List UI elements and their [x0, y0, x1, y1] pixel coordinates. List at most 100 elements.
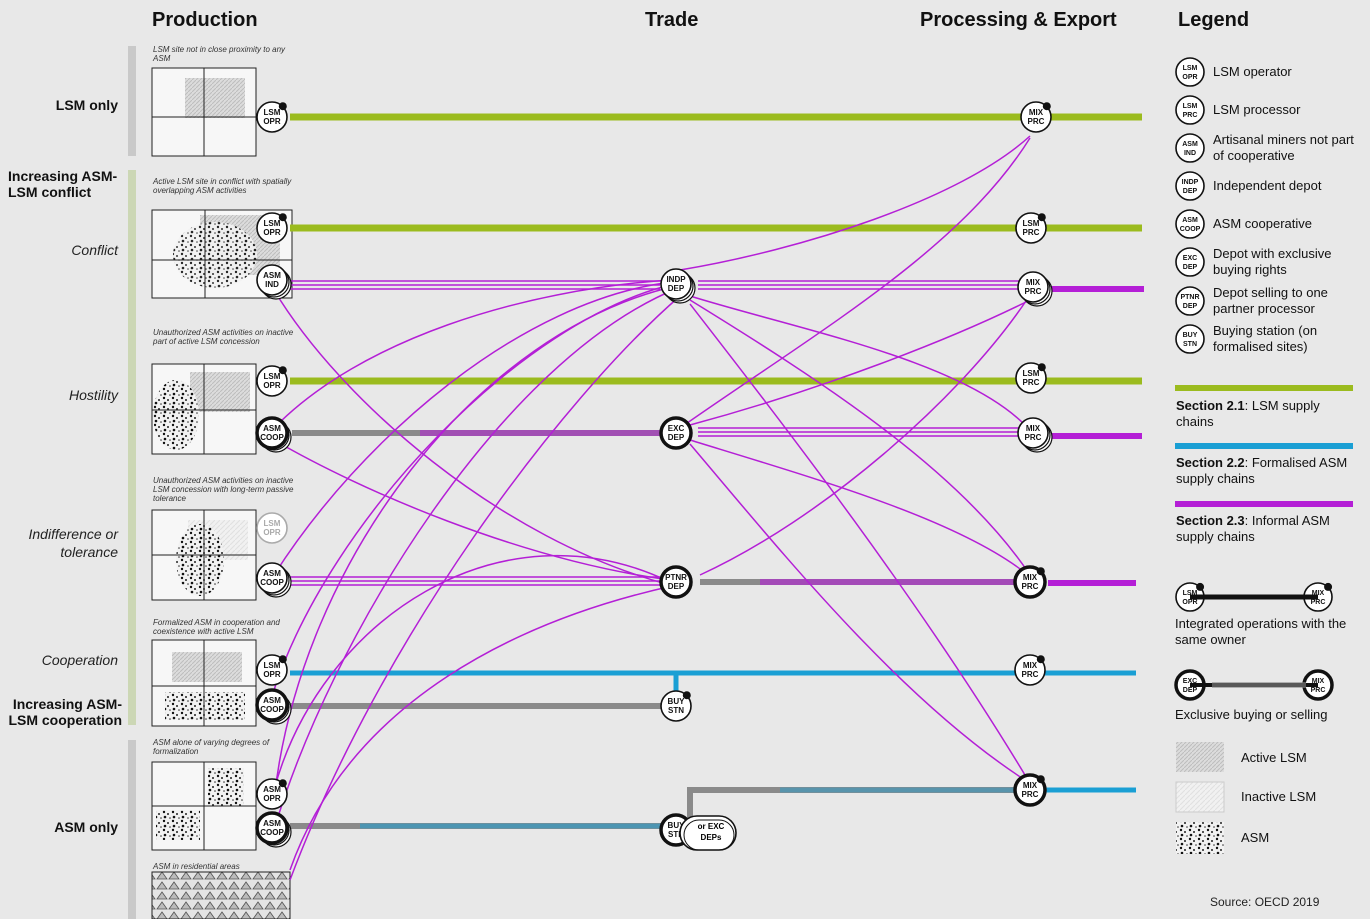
svg-text:PRC: PRC [1183, 112, 1198, 119]
svg-text:DEP: DEP [1183, 303, 1198, 310]
svg-text:OPR: OPR [263, 528, 281, 537]
svg-text:DEP: DEP [1183, 264, 1198, 271]
legend-node-5: ASM COOP [1175, 209, 1205, 239]
svg-text:INDP: INDP [1182, 179, 1199, 186]
legend-node-4: INDP DEP [1175, 171, 1205, 201]
svg-text:DEP: DEP [668, 433, 685, 442]
svg-text:LSM: LSM [1023, 369, 1040, 378]
svg-text:EXC: EXC [668, 424, 685, 433]
svg-text:STN: STN [668, 830, 684, 839]
svg-text:EXC: EXC [1183, 255, 1197, 262]
row-label-asm-only: ASM only [54, 819, 118, 835]
svg-text:PRC: PRC [1023, 378, 1040, 387]
svg-text:MIX: MIX [1026, 424, 1041, 433]
svg-text:DEP: DEP [668, 582, 685, 591]
row-label-increasing-conflict: Increasing ASM-LSM conflict [8, 168, 118, 200]
production-header: Production [152, 9, 258, 31]
legend-label-7: Depot selling to one partner processor [1213, 285, 1328, 316]
legend-inactive-lsm-text: Inactive LSM [1241, 789, 1317, 804]
panel-asm-only [151, 761, 257, 851]
legend-asm-swatch [1176, 822, 1224, 854]
svg-text:ASM: ASM [263, 696, 281, 705]
svg-text:PTNR: PTNR [665, 573, 687, 582]
svg-text:OPR: OPR [1182, 599, 1197, 606]
svg-text:DEP: DEP [1183, 188, 1198, 195]
svg-text:COOP: COOP [260, 578, 284, 587]
source-note: Source: OECD 2019 [1210, 895, 1320, 909]
svg-text:COOP: COOP [1180, 226, 1201, 233]
svg-text:OPR: OPR [263, 117, 281, 126]
row-label-hostility: Hostility [68, 387, 118, 403]
svg-text:LSM: LSM [264, 219, 281, 228]
legend-section-2-1-swatch [1175, 385, 1353, 391]
svg-text:MIX: MIX [1023, 781, 1038, 790]
svg-text:MIX: MIX [1023, 661, 1038, 670]
svg-text:DEP: DEP [1183, 687, 1198, 694]
svg-text:STN: STN [668, 706, 684, 715]
caption-hostility: Unauthorized ASM activities on inactive … [153, 328, 294, 346]
svg-text:ASM: ASM [1182, 217, 1198, 224]
legend-node-6: EXC DEP [1175, 247, 1205, 277]
svg-text:BUY: BUY [668, 821, 686, 830]
row-label-indifference: Indifference or tolerance [28, 526, 119, 560]
svg-text:BUY: BUY [668, 697, 686, 706]
panel-indifference [151, 509, 257, 601]
legend-section-2-3: Section 2.3: Informal ASM supply chains [1176, 513, 1330, 544]
legend-section-2-2-swatch [1175, 443, 1353, 449]
svg-text:OPR: OPR [263, 381, 281, 390]
caption-cooperation: Formalized ASM in cooperation and coexis… [153, 618, 280, 636]
svg-text:LSM: LSM [1183, 65, 1198, 72]
svg-text:COOP: COOP [260, 433, 284, 442]
svg-text:PRC: PRC [1025, 433, 1042, 442]
informal-curves [273, 135, 1031, 881]
svg-text:MIX: MIX [1023, 573, 1038, 582]
svg-text:LSM: LSM [264, 108, 281, 117]
svg-text:LSM: LSM [1183, 590, 1198, 597]
svg-text:OPR: OPR [263, 228, 281, 237]
caption-residential: ASM in residential areas [153, 862, 240, 871]
svg-text:DEP: DEP [668, 284, 685, 293]
conflict-cooperation-gradient-bar [128, 170, 136, 725]
caption-indifference: Unauthorized ASM activities on inactive … [153, 476, 294, 503]
row-label-lsm-only: LSM only [55, 97, 118, 113]
svg-text:PRC: PRC [1022, 790, 1039, 799]
svg-text:MIX: MIX [1029, 108, 1044, 117]
svg-text:INDP: INDP [666, 275, 686, 284]
or-exc-label: or EXC [698, 822, 725, 831]
legend-header: Legend [1178, 9, 1250, 31]
caption-asm-only: ASM alone of varying degrees of formaliz… [153, 738, 270, 756]
svg-text:PRC: PRC [1025, 287, 1042, 296]
row-label-conflict: Conflict [71, 242, 118, 258]
svg-text:ASM: ASM [263, 271, 281, 280]
processing-header: Processing & Export [920, 9, 1117, 31]
svg-text:PRC: PRC [1311, 599, 1326, 606]
panel-cooperation [151, 639, 257, 727]
informal-triple-lines [290, 280, 1022, 586]
svg-text:ASM: ASM [263, 819, 281, 828]
svg-text:OPR: OPR [1182, 74, 1197, 81]
svg-text:LSM: LSM [264, 661, 281, 670]
legend-label-4: Independent depot [1213, 178, 1322, 193]
svg-text:IND: IND [265, 280, 279, 289]
trade-header: Trade [645, 9, 699, 31]
caption-conflict: Active LSM site in conflict with spatial… [153, 177, 292, 195]
